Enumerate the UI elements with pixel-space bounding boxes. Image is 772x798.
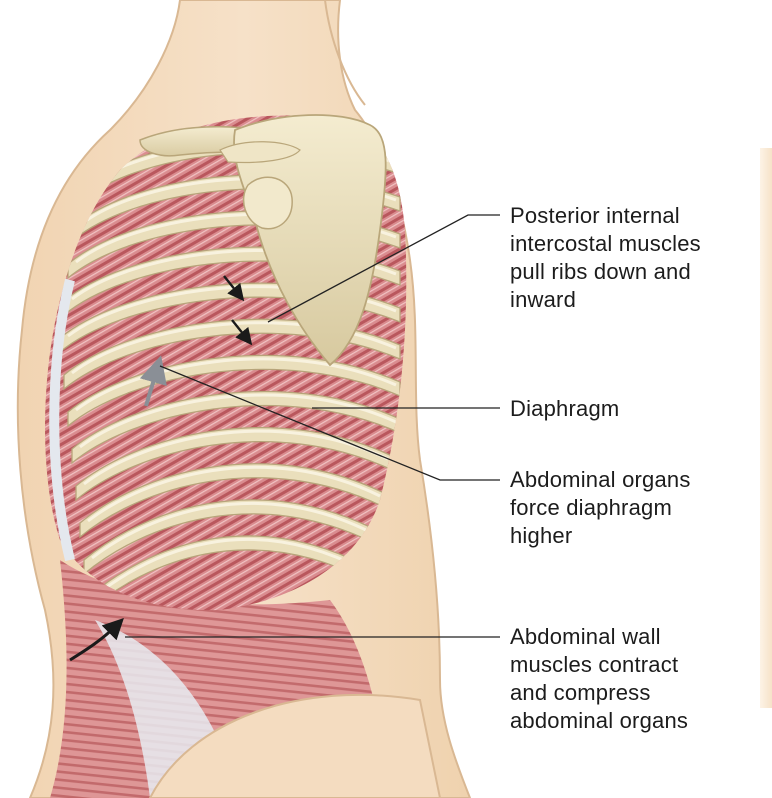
label-diaphragm: Diaphragm	[510, 395, 619, 423]
label-abdominal-wall: Abdominal wall muscles contract and comp…	[510, 623, 688, 735]
label-posterior-internal-intercostals: Posterior internal intercostal muscles p…	[510, 202, 701, 314]
label-abdominal-organs: Abdominal organs force diaphragm higher	[510, 466, 691, 550]
glenoid-head	[244, 177, 293, 229]
